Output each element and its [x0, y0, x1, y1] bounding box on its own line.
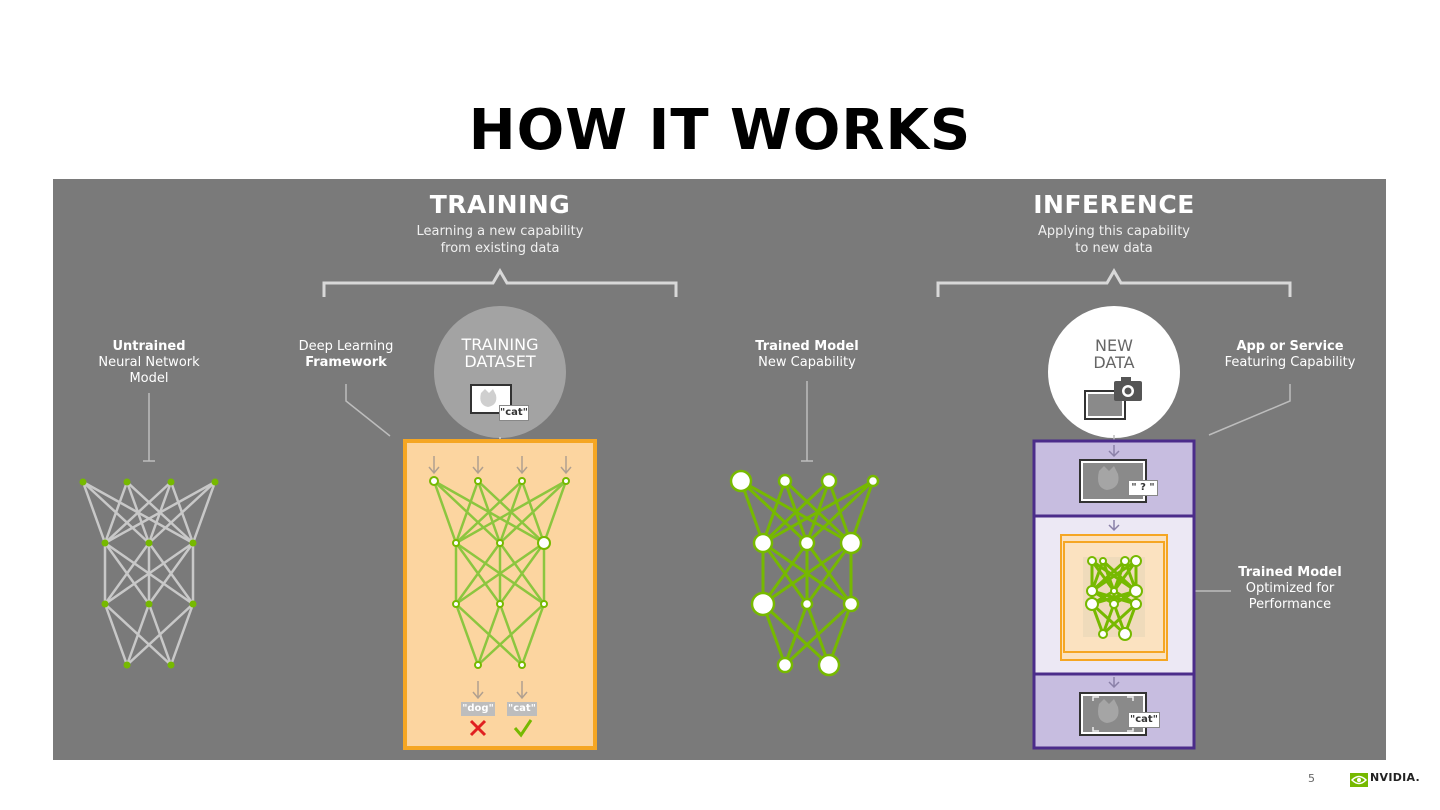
untrained-network [79, 478, 219, 669]
optimized-label-2: Optimized for [1245, 581, 1335, 596]
slide-title: HOW IT WORKS [468, 98, 972, 163]
network-node [540, 600, 548, 608]
framework-label-1: Deep Learning [298, 339, 394, 354]
network-node [1099, 557, 1107, 565]
network-node [842, 595, 860, 613]
inference-subtitle-1: Applying this capability [1037, 224, 1190, 239]
untrained-label-3: Model [129, 371, 169, 386]
network-node [1129, 584, 1143, 598]
network-node [496, 539, 504, 547]
app-label-2: Featuring Capability [1224, 355, 1356, 370]
network-node [101, 539, 109, 547]
output-cat-tag: "cat" [507, 702, 537, 716]
optimized-label-1: Trained Model [1238, 565, 1342, 580]
network-node [800, 597, 814, 611]
untrained-label-1: Untrained [112, 339, 186, 354]
training-subtitle-1: Learning a new capability [416, 224, 584, 239]
network-node [101, 600, 109, 608]
app-pointer [1208, 384, 1291, 436]
query-tag: " ? " [1128, 480, 1158, 496]
training-dataset-circle [434, 306, 566, 438]
training-subtitle-2: from existing data [440, 241, 560, 256]
network-node [452, 600, 460, 608]
training-bracket [322, 268, 678, 297]
network-node [562, 477, 570, 485]
network-node [1086, 585, 1098, 597]
network-node [167, 661, 175, 669]
network-node [1110, 587, 1118, 595]
network-node [1085, 597, 1099, 611]
inference-header: INFERENCE [1033, 190, 1195, 219]
new-data-circle [1048, 306, 1180, 438]
network-node [189, 539, 197, 547]
trained-label-2: New Capability [758, 355, 856, 370]
newdata-label-2: DATA [1093, 353, 1135, 372]
network-node [776, 656, 794, 674]
network-node [1087, 556, 1097, 566]
nvidia-eye-icon [1350, 773, 1368, 787]
dataset-label-1: TRAINING [461, 335, 539, 354]
page-number: 5 [1308, 772, 1315, 785]
app-label-1: App or Service [1236, 339, 1344, 354]
network-node [1130, 555, 1142, 567]
network-node [1130, 598, 1142, 610]
trained-label-1: Trained Model [755, 339, 859, 354]
network-node [839, 531, 863, 555]
training-header: TRAINING [429, 190, 571, 219]
optimized-network [1085, 555, 1143, 641]
network-node [429, 476, 439, 486]
training-network [429, 476, 570, 669]
network-node [537, 536, 551, 550]
network-node [1109, 599, 1119, 609]
how-it-works-diagram: TRAINING Learning a new capability from … [53, 179, 1386, 760]
wrong-mark-icon [469, 719, 487, 737]
network-node [1118, 627, 1132, 641]
inference-bracket [936, 268, 1292, 297]
network-node [518, 661, 526, 669]
network-node [1098, 629, 1108, 639]
network-node [474, 477, 482, 485]
network-node [518, 477, 526, 485]
network-node [496, 600, 504, 608]
network-node [752, 532, 774, 554]
network-node [167, 478, 175, 486]
newdata-label-1: NEW [1095, 336, 1133, 355]
network-node [145, 539, 153, 547]
framework-label-2: Framework [305, 355, 387, 370]
network-node [452, 539, 460, 547]
network-node [820, 472, 838, 490]
output-dog-tag: "dog" [461, 702, 495, 716]
network-node [474, 661, 482, 669]
network-node [1120, 556, 1130, 566]
network-node [866, 474, 880, 488]
network-node [123, 661, 131, 669]
optimized-label-3: Performance [1248, 597, 1332, 612]
network-node [798, 534, 816, 552]
network-node [729, 469, 753, 493]
network-node [750, 591, 776, 617]
dataset-label-2: DATASET [464, 352, 536, 371]
nvidia-logo-text: NVIDIA. [1370, 771, 1421, 784]
trained-network [729, 469, 880, 677]
framework-pointer [345, 384, 391, 437]
network-node [189, 600, 197, 608]
network-node [817, 653, 841, 677]
untrained-label-2: Neural Network [98, 355, 200, 370]
dataset-tag: "cat" [499, 405, 529, 421]
network-node [211, 478, 219, 486]
network-node [777, 473, 793, 489]
network-node [79, 478, 87, 486]
network-node [145, 600, 153, 608]
network-node [123, 478, 131, 486]
inference-subtitle-2: to new data [1075, 241, 1153, 256]
correct-mark-icon [513, 719, 533, 738]
result-tag: "cat" [1128, 712, 1160, 728]
